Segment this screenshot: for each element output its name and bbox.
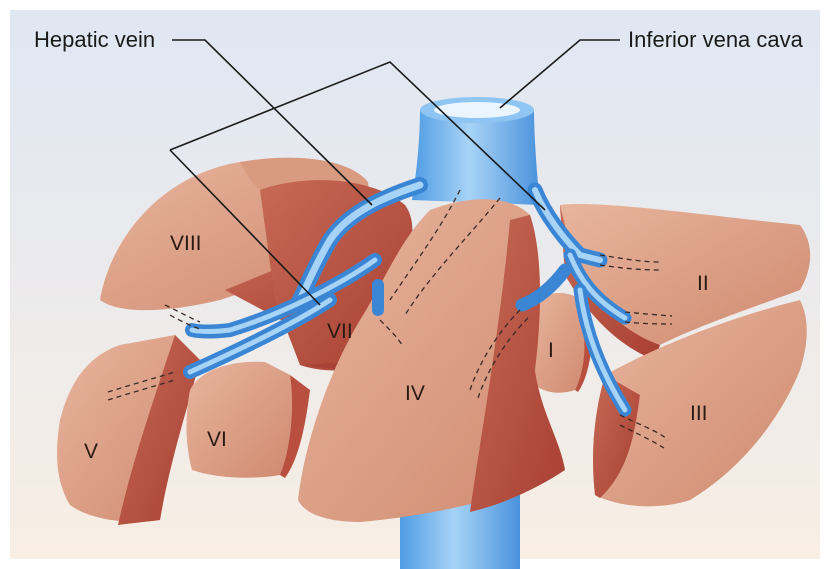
segment-iii-label: III [690,402,708,425]
inferior-vena-cava-label: Inferior vena cava [628,27,804,52]
segment-vii-label: VII [327,320,353,343]
segment-vi [186,362,310,478]
segment-ii-label: II [697,272,709,295]
inferior-vena-cava [412,97,540,205]
segment-vi-label: VI [207,428,227,451]
segment-iv-label: IV [405,382,425,405]
segment-v-label: V [84,440,98,463]
hepatic-vein-label: Hepatic vein [34,27,155,52]
segment-viii-label: VIII [170,232,202,255]
segment-i-label: I [548,339,554,362]
